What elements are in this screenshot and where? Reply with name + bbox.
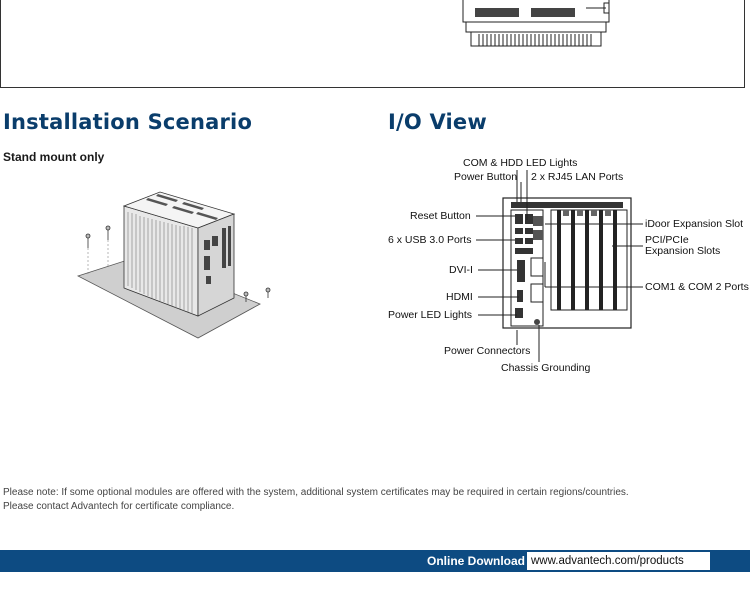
- callout-dvi: DVI-I: [449, 264, 473, 276]
- callout-usb-ports: 6 x USB 3.0 Ports: [388, 234, 472, 246]
- callout-pci-line1: PCI/PCIe: [645, 234, 689, 246]
- device-bottom-illustration: [462, 0, 610, 47]
- note-line-2: Please contact Advantech for certificate…: [3, 501, 235, 512]
- callout-rj45-ports: 2 x RJ45 LAN Ports: [531, 171, 624, 183]
- footer-bar: Online Download www.advantech.com/produc…: [0, 550, 750, 572]
- callout-pci-line2: Expansion Slots: [645, 245, 721, 257]
- io-view-title: I/O View: [388, 110, 487, 134]
- stand-mount-subtitle: Stand mount only: [3, 150, 105, 164]
- top-spec-frame: [0, 0, 745, 88]
- callout-com-hdd-led: COM & HDD LED Lights: [463, 157, 578, 169]
- io-view-device: [502, 197, 632, 329]
- stand-mount-illustration: [76, 191, 271, 339]
- note-line-1: Please note: If some optional modules ar…: [3, 487, 629, 498]
- callout-idoor-slot: iDoor Expansion Slot: [645, 218, 744, 230]
- download-url-link[interactable]: www.advantech.com/products: [527, 552, 710, 570]
- callout-com-ports: COM1 & COM 2 Ports: [645, 281, 749, 293]
- callout-chassis-grounding: Chassis Grounding: [501, 362, 591, 374]
- callout-hdmi: HDMI: [446, 291, 473, 303]
- installation-scenario-title: Installation Scenario: [3, 110, 253, 134]
- callout-power-connectors: Power Connectors: [444, 345, 531, 357]
- callout-power-button: Power Button: [454, 171, 518, 183]
- callout-reset-button: Reset Button: [410, 210, 471, 222]
- callout-pci-slots: PCI/PCIe Expansion Slots: [645, 235, 720, 257]
- online-download-label: Online Download: [427, 554, 525, 568]
- callout-power-led: Power LED Lights: [388, 309, 473, 321]
